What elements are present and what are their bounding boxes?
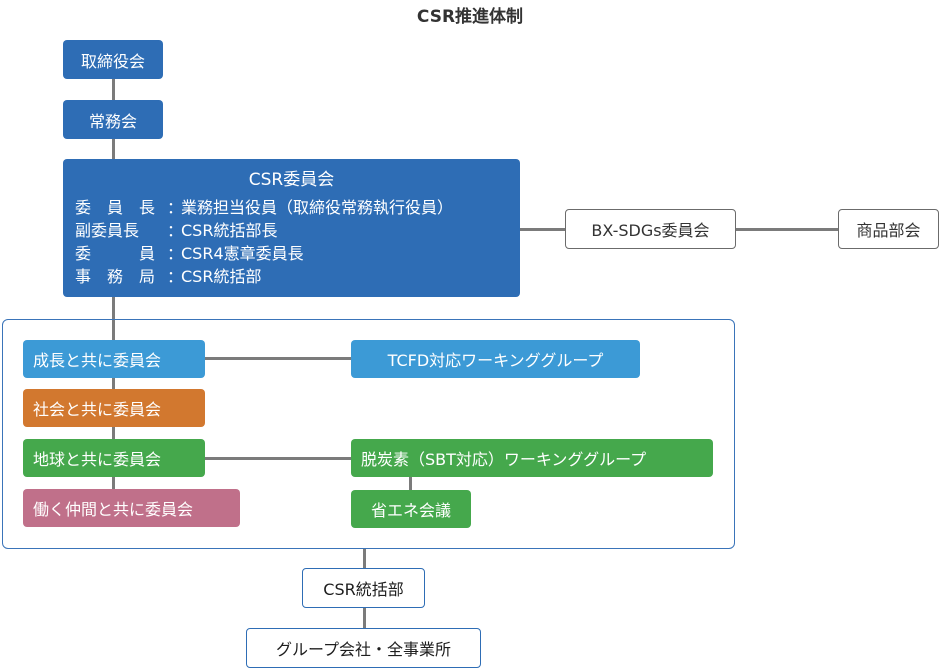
connector-growth-tcfd xyxy=(205,357,351,360)
member-separator: ： xyxy=(167,221,184,240)
csr-committee-title: CSR委員会 xyxy=(248,170,335,190)
member-role: 副委員長 xyxy=(75,221,140,240)
connector-frame-dept xyxy=(363,548,366,568)
connector-csr-bx xyxy=(520,228,565,231)
connector-exec-csr xyxy=(112,138,115,160)
diagram-title: CSR推進体制 xyxy=(416,7,524,27)
group-companies-node: グループ会社・全事業所 xyxy=(246,628,481,668)
colleagues-committee-node: 働く仲間と共に委員会 xyxy=(23,489,240,527)
connector-csr-frame xyxy=(112,296,115,320)
board-node: 取締役会 xyxy=(63,40,163,79)
member-separator: ： xyxy=(167,244,184,263)
csr-department-node: CSR統括部 xyxy=(302,568,425,608)
csr-member-row: 委 員 長 ： 業務担当役員（取締役常務執行役員） xyxy=(75,195,453,217)
growth-committee-node: 成長と共に委員会 xyxy=(23,340,205,378)
connector-earth-decarbon xyxy=(205,457,351,460)
csr-member-row: 副委員長 ： CSR統括部長 xyxy=(75,218,277,240)
product-department-node: 商品部会 xyxy=(838,209,939,249)
executive-committee-node: 常務会 xyxy=(63,100,163,139)
member-role: 事 務 局 xyxy=(75,267,156,286)
csr-member-row: 委 員 ： CSR4憲章委員長 xyxy=(75,241,304,263)
connector-bx-product xyxy=(736,228,838,231)
member-role: 委 員 長 xyxy=(75,198,156,217)
member-role: 委 員 xyxy=(75,244,156,263)
connector-decarbon-energy xyxy=(409,477,412,491)
earth-committee-node: 地球と共に委員会 xyxy=(23,439,205,477)
society-committee-node: 社会と共に委員会 xyxy=(23,389,205,427)
member-separator: ： xyxy=(167,267,184,286)
bx-sdgs-committee-node: BX-SDGs委員会 xyxy=(565,209,736,249)
committees-frame xyxy=(2,319,735,549)
member-separator: ： xyxy=(167,198,184,217)
member-value: CSR統括部長 xyxy=(181,221,278,240)
member-value: CSR統括部 xyxy=(181,267,262,286)
connector-board-exec xyxy=(112,78,115,100)
member-value: CSR4憲章委員長 xyxy=(181,244,304,263)
decarbon-working-group-node: 脱炭素（SBT対応）ワーキンググループ xyxy=(351,439,713,477)
member-value: 業務担当役員（取締役常務執行役員） xyxy=(181,198,454,217)
energy-saving-meeting-node: 省エネ会議 xyxy=(351,490,471,528)
csr-committee-node: CSR委員会 委 員 長 ： 業務担当役員（取締役常務執行役員） 副委員長 ： … xyxy=(63,159,520,297)
tcfd-working-group-node: TCFD対応ワーキンググループ xyxy=(351,340,640,378)
connector-dept-group xyxy=(363,608,366,628)
csr-member-row: 事 務 局 ： CSR統括部 xyxy=(75,264,261,286)
